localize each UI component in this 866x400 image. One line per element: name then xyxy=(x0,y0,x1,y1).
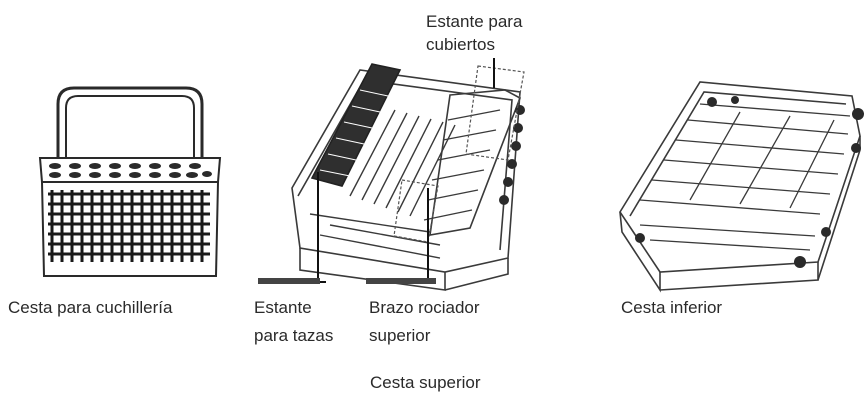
label-cup-shelf-line2: para tazas xyxy=(254,326,334,345)
cropped-text-fragment xyxy=(258,278,436,284)
label-cutlery-rack-line2: cubiertos xyxy=(426,35,495,54)
label-lower-basket: Cesta inferior xyxy=(621,298,723,317)
label-cutlery-basket: Cesta para cuchillería xyxy=(8,298,173,317)
upper-basket-illustration xyxy=(291,63,525,291)
lower-basket-illustration xyxy=(619,81,864,293)
label-upper-basket: Cesta superior xyxy=(370,373,481,392)
label-cup-shelf-line1: Estante xyxy=(254,298,312,317)
label-upper-spray-arm-line2: superior xyxy=(369,326,431,345)
label-upper-spray-arm-line1: Brazo rociador xyxy=(369,298,480,317)
label-cutlery-rack-line1: Estante para xyxy=(426,12,523,31)
cutlery-basket-illustration xyxy=(38,86,222,277)
